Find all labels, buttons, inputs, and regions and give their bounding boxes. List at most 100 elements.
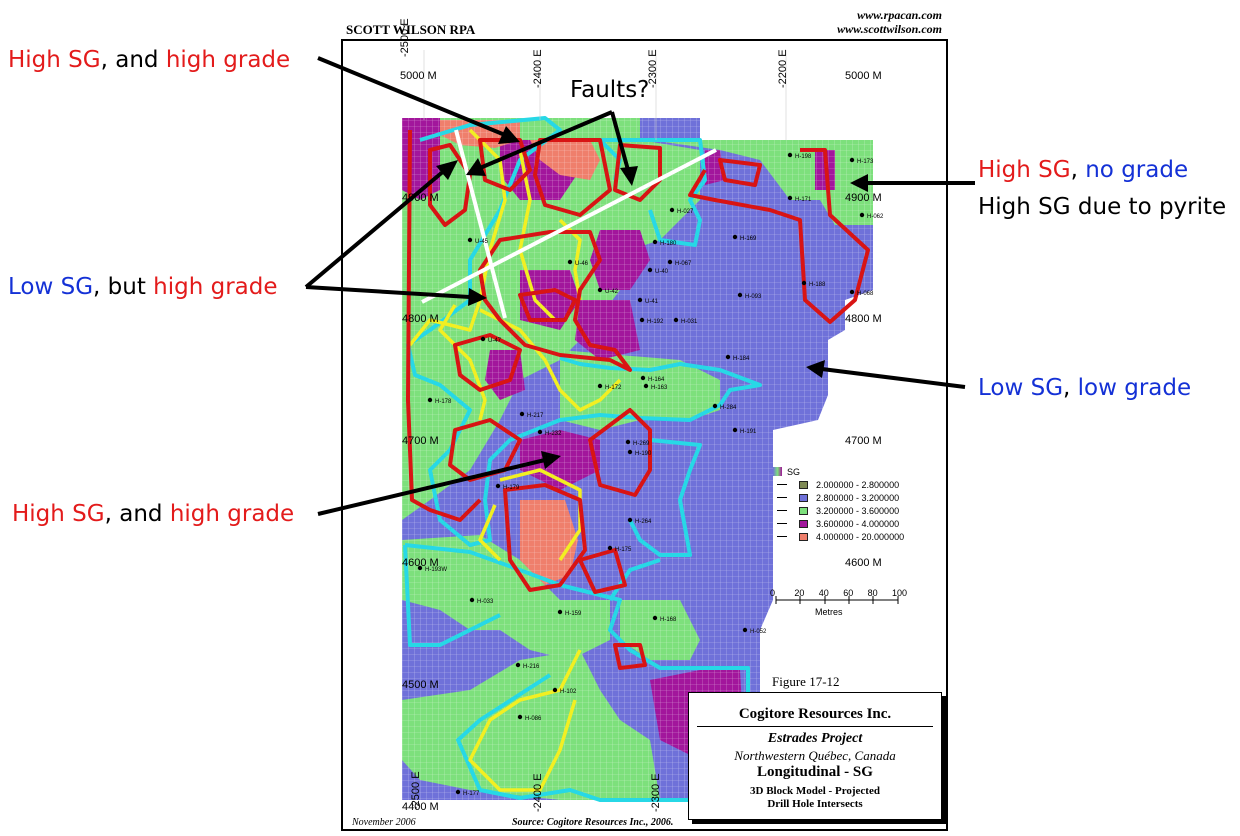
drill-hole-dot — [625, 439, 631, 445]
drill-hole-dot — [669, 207, 675, 213]
drill-hole-label: H-198 — [795, 154, 812, 160]
drill-hole-label: H-068 — [857, 291, 874, 297]
drill-hole-dot — [725, 354, 731, 360]
drill-hole: H-184 — [725, 354, 750, 362]
drill-hole-label: H-062 — [867, 214, 884, 220]
drill-hole-label: H-179 — [503, 485, 520, 491]
drill-hole-dot — [787, 195, 793, 201]
drill-hole: H-027 — [669, 207, 694, 215]
header-url-1: www.rpacan.com — [857, 8, 942, 22]
easting-label: -2400 E — [532, 49, 544, 88]
drill-hole-dot — [455, 789, 461, 795]
drill-hole-dot — [849, 289, 855, 295]
elevation-label: 4700 M — [402, 435, 439, 447]
drill-hole-dot — [640, 375, 646, 381]
drill-hole-label: U-45 — [475, 239, 489, 245]
title-block-project: Estrades Project — [767, 731, 863, 746]
easting-label-bottom: -2400 E — [532, 773, 544, 812]
drill-hole-label: H-190 — [635, 451, 652, 457]
drill-hole: U-40 — [647, 267, 669, 275]
title-block-location: Northwestern Québec, Canada — [734, 748, 896, 763]
drill-hole: H-168 — [652, 615, 677, 623]
drill-hole: H-062 — [859, 212, 884, 220]
drill-hole: H-172 — [597, 383, 622, 391]
drill-hole-label: H-193W — [425, 567, 447, 573]
annotation-right-top: High SG, no grade — [978, 157, 1189, 183]
drill-hole-dot — [627, 449, 633, 455]
legend-item: 2.800000 - 3.200000 — [773, 491, 913, 504]
legend-label: 2.800000 - 3.200000 — [816, 492, 900, 503]
drill-hole-dot — [712, 403, 718, 409]
legend-dash — [777, 484, 787, 485]
drill-hole-dot — [597, 287, 603, 293]
drill-hole-dot — [667, 259, 673, 265]
drill-hole-label: H-159 — [565, 611, 582, 617]
drill-hole-label: U-41 — [645, 299, 659, 305]
drill-hole-dot — [652, 615, 658, 621]
header-url-2: www.scottwilson.com — [837, 22, 942, 36]
drill-hole-label: H-191 — [740, 429, 757, 435]
drill-hole-label: H-192 — [647, 319, 664, 325]
drill-hole: H-033 — [469, 597, 494, 605]
scale-tick-label: 20 — [794, 588, 805, 598]
legend-title: SG — [773, 465, 913, 478]
legend-dash — [777, 523, 787, 524]
drill-hole: H-159 — [557, 609, 582, 617]
drill-hole-label: H-217 — [527, 413, 544, 419]
annotation-faults: Faults? — [570, 77, 650, 103]
drill-hole-label: H-172 — [605, 385, 622, 391]
legend-label: 3.200000 - 3.600000 — [816, 505, 900, 516]
drill-hole-dot — [537, 429, 543, 435]
elevation-label: 4600 M — [402, 557, 439, 569]
drill-hole-dot — [467, 237, 473, 243]
annotation-right-mid: Low SG, low grade — [978, 375, 1192, 401]
elevation-label: 4600 M — [845, 557, 882, 569]
drill-hole: H-216 — [515, 662, 540, 670]
title-divider — [697, 726, 933, 727]
legend-swatch — [799, 480, 808, 489]
legend-swatch — [799, 532, 808, 541]
drill-hole: H-190 — [627, 449, 652, 457]
title-block-subtitle-2: Drill Hole Intersects — [767, 798, 863, 810]
drill-hole-label: H-067 — [675, 261, 692, 267]
drill-hole-label: H-284 — [720, 405, 737, 411]
drill-hole-label: H-180 — [660, 241, 677, 247]
legend-dash — [777, 536, 787, 537]
drill-hole-label: H-188 — [809, 282, 826, 288]
drill-hole-label: H-173 — [857, 159, 874, 165]
elevation-label: 5000 M — [400, 70, 437, 82]
drill-hole-dot — [787, 152, 793, 158]
legend-item: 4.000000 - 20.000000 — [773, 530, 913, 543]
elevation-label: 4900 M — [845, 192, 882, 204]
easting-label-bottom: -2300 E — [650, 773, 662, 812]
drill-hole: U-42 — [597, 287, 619, 295]
drill-hole-dot — [597, 383, 603, 389]
drill-hole: H-102 — [552, 687, 577, 695]
drill-hole-label: H-093 — [745, 294, 762, 300]
drill-hole-label: H-232 — [545, 431, 562, 437]
drill-hole: H-171 — [787, 195, 812, 203]
drill-hole-label: H-177 — [463, 791, 480, 797]
outline-red — [406, 129, 870, 670]
drill-hole-dot — [607, 545, 613, 551]
legend-swatch — [799, 519, 808, 528]
drill-hole: H-284 — [712, 403, 737, 411]
drill-hole-layer: H-198H-173H-171H-062H-027H-169H-067H-093… — [417, 152, 884, 797]
title-block-view: Longitudinal - SG — [757, 764, 873, 780]
drill-hole: H-192 — [639, 317, 664, 325]
drill-hole: H-164 — [640, 375, 665, 383]
grid-lines — [423, 50, 787, 140]
drill-hole-label: U-42 — [605, 289, 619, 295]
drill-hole: H-232 — [537, 429, 562, 437]
legend-swatch — [799, 506, 808, 515]
drill-hole-label: H-163 — [651, 385, 668, 391]
drill-hole-label: U-46 — [575, 261, 589, 267]
drill-hole: H-177 — [455, 789, 480, 797]
legend-swatch-icon — [773, 467, 782, 476]
drill-hole-label: H-102 — [560, 689, 577, 695]
drill-hole: U-41 — [637, 297, 659, 305]
